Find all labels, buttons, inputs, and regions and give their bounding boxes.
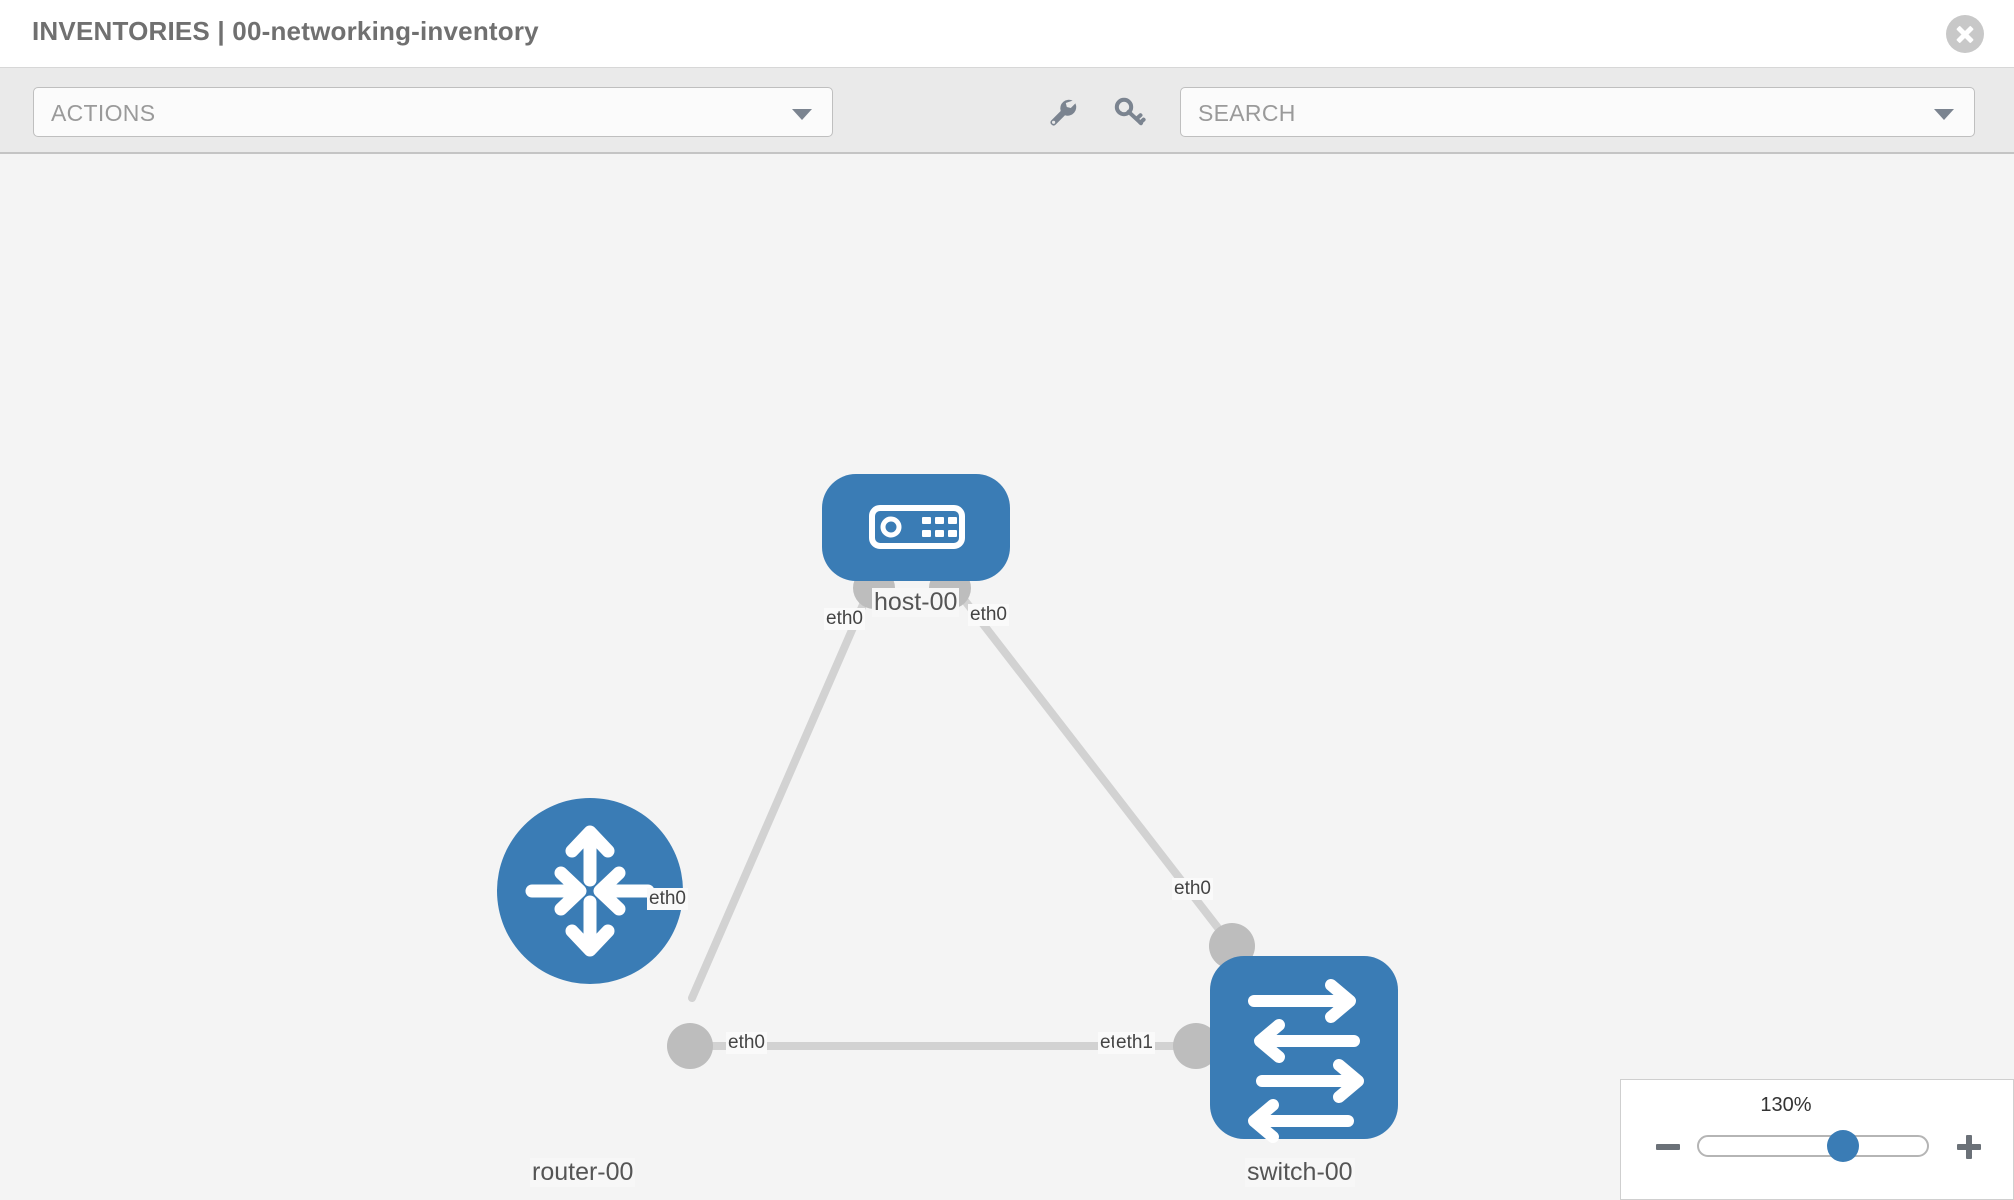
key-icon[interactable] [1110, 92, 1150, 132]
iface-label-switch-left: eth1 [1114, 1032, 1155, 1054]
node-label-switch-00: switch-00 [1245, 1158, 1355, 1187]
wrench-icon[interactable] [1043, 92, 1083, 132]
zoom-slider-thumb[interactable] [1826, 1130, 1859, 1162]
actions-dropdown[interactable]: ACTIONS [33, 87, 833, 137]
minus-icon[interactable] [1653, 1132, 1683, 1162]
port-switch-left [1173, 1023, 1219, 1069]
link-host-router [688, 580, 876, 1002]
chevron-down-icon [1934, 109, 1954, 120]
toolbar: ACTIONS SEARCH [0, 68, 2014, 154]
zoom-level-value: 130% [1760, 1094, 1812, 1116]
zoom-slider[interactable] [1697, 1130, 1929, 1162]
node-router-00 [497, 798, 683, 984]
topology-graph [497, 474, 1398, 1143]
search-input[interactable]: SEARCH [1180, 87, 1975, 137]
iface-label-host-left: eth0 [824, 608, 865, 630]
node-label-host-00: host-00 [872, 588, 960, 617]
node-label-router-00: router-00 [530, 1158, 636, 1187]
zoom-control-panel: 130% [1620, 1079, 2014, 1200]
search-input-label: SEARCH [1198, 100, 1296, 126]
iface-label-host-right: eth0 [968, 604, 1009, 626]
iface-label-router-up: eth0 [647, 888, 688, 910]
plus-icon[interactable] [1954, 1132, 1984, 1162]
actions-dropdown-label: ACTIONS [51, 100, 156, 126]
iface-label-router-right: eth0 [726, 1032, 767, 1054]
chevron-down-icon [792, 109, 812, 120]
page-header: INVENTORIES | 00-networking-inventory [0, 0, 2014, 68]
page-title: INVENTORIES | 00-networking-inventory [32, 16, 539, 46]
port-router-right [667, 1023, 713, 1069]
node-host-00 [822, 474, 1010, 581]
topology-canvas[interactable]: host-00 router-00 switch-00 eth0 eth0 et… [0, 156, 2014, 1200]
close-icon[interactable] [1946, 15, 1984, 53]
node-switch-00 [1210, 956, 1398, 1143]
iface-label-switch-up: eth0 [1172, 878, 1213, 900]
